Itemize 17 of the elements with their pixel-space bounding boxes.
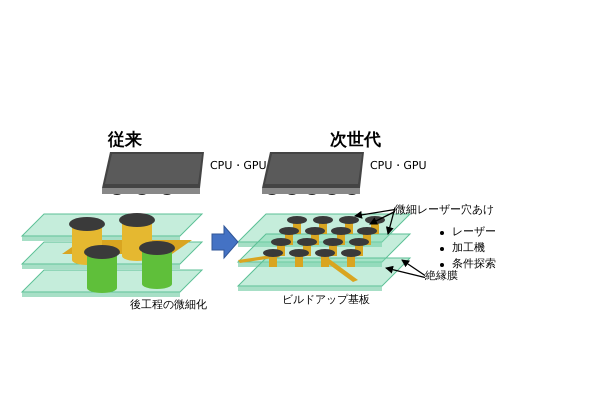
chip-label: CPU・GPU [370, 158, 427, 173]
arrow [385, 266, 426, 278]
arrow [386, 207, 396, 235]
list-item: 加工機 [452, 240, 485, 255]
section-heading: 従来 [108, 129, 142, 151]
annotation-text: 後工程の微細化 [130, 297, 207, 312]
list-item: レーザー [452, 224, 496, 239]
callout-text: 絶縁膜 [425, 268, 458, 283]
chip-label: CPU・GPU [210, 158, 267, 173]
list-item: 条件探索 [452, 256, 496, 270]
arrow [354, 208, 396, 219]
callout-text: 微細レーザー穴あけ [395, 202, 494, 217]
block-arrow [212, 224, 239, 260]
arrow [369, 210, 396, 225]
section-heading: 次世代 [330, 129, 381, 151]
arrow [401, 259, 426, 276]
caption-text: ビルドアップ基板 [282, 292, 370, 307]
